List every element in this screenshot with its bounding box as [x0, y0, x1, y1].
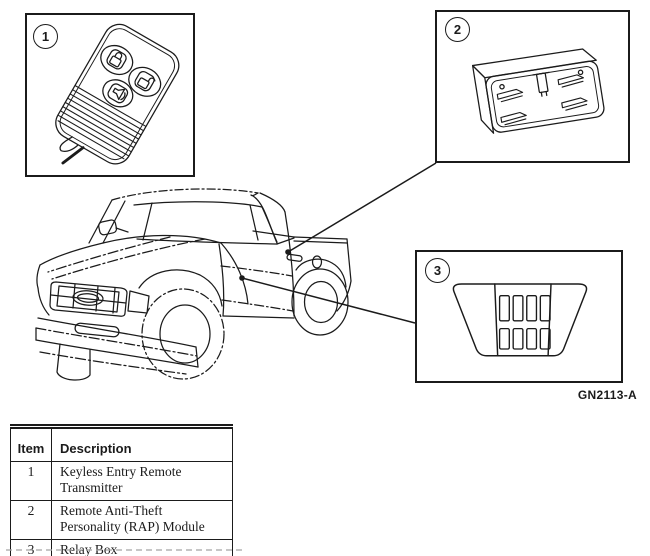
- keyless-remote-illustration: [55, 23, 180, 165]
- module-clips: [496, 74, 588, 126]
- front-wheel: [141, 288, 225, 380]
- callout-number-3: 3: [425, 258, 450, 283]
- unlock-icon: [128, 66, 162, 97]
- relay-box-body: [452, 283, 588, 357]
- relay-slots: [498, 294, 551, 350]
- item-number: 2: [10, 499, 52, 540]
- item-description: Remote Anti-Theft Personality (RAP) Modu…: [51, 499, 233, 540]
- callout-3-label: 3: [433, 263, 442, 278]
- header-description: Description: [51, 426, 233, 462]
- module-side-face: [471, 64, 495, 134]
- grip-ribs: [57, 84, 147, 160]
- item-description: Relay Box: [51, 538, 233, 556]
- relay-box-illustration: [452, 283, 588, 357]
- leader-line-to-rap-module: [287, 162, 437, 253]
- ford-oval-badge: [72, 290, 104, 306]
- figure-reference-code: GN2113-A: [577, 388, 637, 402]
- pickup-truck-illustration: [35, 188, 352, 381]
- rap-module-illustration: [471, 48, 605, 134]
- key-pin: [61, 146, 85, 165]
- module-center-tab: [536, 72, 549, 94]
- fuel-filler-cap: [311, 255, 323, 269]
- item-number: 3: [10, 538, 52, 556]
- scan-artifact-line: [6, 549, 242, 551]
- leader-dot-relay-box: [239, 275, 245, 281]
- table-row: 2 Remote Anti-Theft Personality (RAP) Mo…: [10, 499, 233, 540]
- item-number: 1: [10, 461, 52, 501]
- key-ring-loop: [59, 136, 79, 152]
- callout-1-label: 1: [41, 29, 50, 44]
- lock-icon: [100, 44, 134, 76]
- panic-horn-icon: [102, 79, 134, 108]
- legend-table: Item Description 1 Keyless Entry Remote …: [10, 424, 233, 556]
- leader-line-to-relay-box: [241, 277, 416, 324]
- legend-header-row: Item Description: [10, 426, 233, 462]
- grille: [49, 281, 128, 317]
- leader-dot-rap-module: [285, 249, 291, 255]
- item-description: Keyless Entry Remote Transmitter: [51, 461, 233, 501]
- rear-wheel: [291, 268, 349, 336]
- callout-2-label: 2: [453, 22, 462, 37]
- callout-number-2: 2: [445, 17, 470, 42]
- table-row: 3 Relay Box: [10, 538, 233, 556]
- header-item: Item: [10, 426, 52, 462]
- table-row: 1 Keyless Entry Remote Transmitter: [10, 461, 233, 501]
- door-handle: [286, 253, 303, 262]
- callout-number-1: 1: [33, 24, 58, 49]
